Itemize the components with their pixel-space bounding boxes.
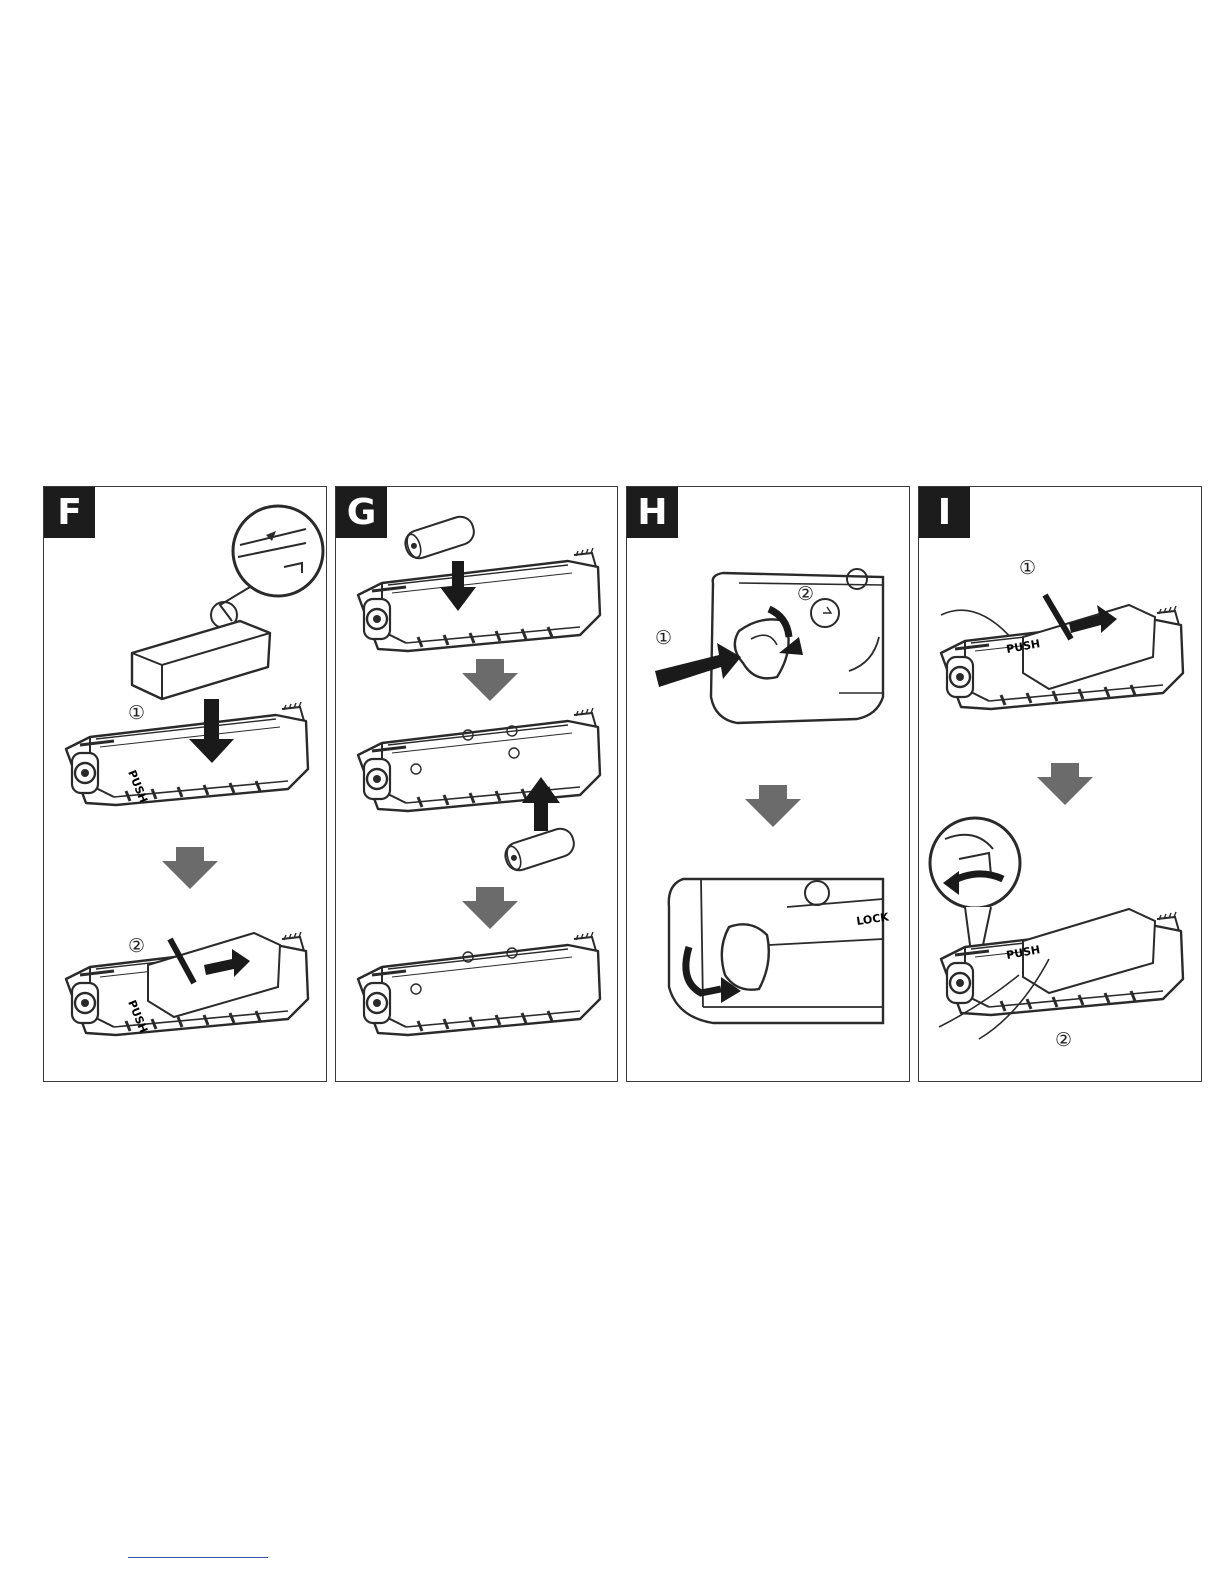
panel-i-illustration: PUSH PUSH xyxy=(919,487,1202,1082)
panel-f-step-1: ① xyxy=(128,702,145,724)
footer-rule xyxy=(128,1557,268,1558)
panel-i-step-2: ② xyxy=(1055,1029,1072,1051)
panel-h-step-1: ① xyxy=(655,627,672,649)
panel-g: G xyxy=(335,486,618,1082)
panel-g-illustration xyxy=(336,487,618,1082)
panel-i: I PUSH PUSH ① ② xyxy=(918,486,1202,1082)
panel-h-step-2: ② xyxy=(797,583,814,605)
panel-h-illustration: LOCK xyxy=(627,487,910,1082)
panel-i-step-1: ① xyxy=(1019,557,1036,579)
panel-f: F PUSH PUSH ① ② xyxy=(43,486,327,1082)
panel-h: H LOCK ① ② xyxy=(626,486,910,1082)
panel-f-illustration: PUSH PUSH xyxy=(44,487,327,1082)
panel-f-step-2: ② xyxy=(128,935,145,957)
